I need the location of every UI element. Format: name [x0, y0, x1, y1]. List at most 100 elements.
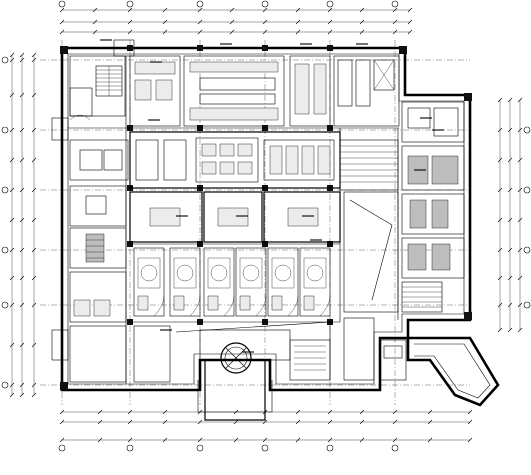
- dimension-tick: [31, 187, 37, 193]
- dimension-tick: [127, 29, 133, 35]
- axis-bubble: [523, 126, 531, 134]
- dimension-tick: [162, 409, 168, 415]
- annotation-marks: [100, 39, 444, 353]
- north-kitchen-zone: [129, 55, 400, 127]
- dimension-tick: [31, 382, 37, 388]
- toilet: [271, 295, 283, 311]
- axis-bubble: [391, 0, 399, 8]
- dimension-tick: [517, 97, 523, 103]
- round-table: [274, 264, 292, 282]
- dimension-tick: [92, 19, 98, 25]
- dimension-tick: [9, 92, 15, 98]
- dimension-tick: [19, 392, 25, 398]
- door-swing: [223, 295, 235, 317]
- axis-bubble: [523, 186, 531, 194]
- dimension-tick: [327, 19, 333, 25]
- dimension-tick: [19, 302, 25, 308]
- dimension-tick: [507, 97, 513, 103]
- private-dining-rooms: [133, 247, 331, 317]
- dimension-tick: [295, 437, 301, 443]
- dimension-tick: [229, 29, 235, 35]
- axis-bubble: [1, 56, 9, 64]
- dimension-tick: [497, 127, 503, 133]
- dimension-tick: [467, 419, 473, 425]
- dimension-tick: [327, 29, 333, 35]
- dimension-tick: [97, 409, 103, 415]
- northeast-zone: [339, 101, 465, 313]
- dimension-tick: [9, 275, 15, 281]
- dimension-tick: [9, 187, 15, 193]
- dimension-tick: [359, 7, 365, 13]
- dimension-tick: [295, 419, 301, 425]
- private-room: [203, 247, 235, 317]
- axis-grid-bubbles: [1, 0, 531, 452]
- dimension-tick: [295, 19, 301, 25]
- bottom-dimension-lines: [59, 409, 473, 443]
- dimension-tick: [9, 127, 15, 133]
- dimension-tick: [59, 7, 65, 13]
- axis-bubble: [1, 381, 9, 389]
- dimension-tick: [197, 7, 203, 13]
- dimension-tick: [517, 247, 523, 253]
- dimension-tick: [31, 392, 37, 398]
- axis-bubble: [1, 126, 9, 134]
- dimension-tick: [127, 19, 133, 25]
- dimension-tick: [9, 342, 15, 348]
- dimension-tick: [262, 29, 268, 35]
- dimension-tick: [31, 127, 37, 133]
- dimension-tick: [233, 419, 239, 425]
- dimension-tick: [162, 437, 168, 443]
- dimension-tick: [19, 217, 25, 223]
- dimension-tick: [295, 29, 301, 35]
- dimension-tick: [507, 247, 513, 253]
- dimension-tick: [392, 419, 398, 425]
- round-table: [242, 264, 260, 282]
- right-dimension-lines: [497, 97, 523, 333]
- dimension-tick: [9, 57, 15, 63]
- dimension-tick: [31, 157, 37, 163]
- dimension-tick: [497, 217, 503, 223]
- dimension-tick: [9, 392, 15, 398]
- dimension-tick: [262, 7, 268, 13]
- dimension-tick: [295, 409, 301, 415]
- dimension-tick: [407, 7, 413, 13]
- dining-table: [239, 257, 263, 289]
- dimension-tick: [19, 157, 25, 163]
- dimension-tick: [31, 217, 37, 223]
- dimension-tick: [162, 419, 168, 425]
- left-dimension-lines: [9, 52, 37, 398]
- dimension-tick: [59, 437, 65, 443]
- dimension-tick: [327, 419, 333, 425]
- axis-bubble: [1, 246, 9, 254]
- dimension-tick: [359, 419, 365, 425]
- dimension-tick: [467, 437, 473, 443]
- dimension-tick: [31, 57, 37, 63]
- dimension-tick: [507, 127, 513, 133]
- dimension-tick: [19, 57, 25, 63]
- dimension-tick: [9, 52, 15, 58]
- private-room: [133, 247, 165, 317]
- dimension-tick: [31, 342, 37, 348]
- dimension-tick: [19, 342, 25, 348]
- private-room: [299, 247, 331, 317]
- dimension-tick: [407, 19, 413, 25]
- dimension-tick: [497, 275, 503, 281]
- dimension-tick: [427, 419, 433, 425]
- round-entrance-vestibule: [197, 342, 273, 421]
- round-table: [140, 264, 158, 282]
- dining-table: [173, 257, 197, 289]
- dimension-tick: [262, 419, 268, 425]
- axis-bubble: [261, 0, 269, 8]
- dimension-tick: [507, 275, 513, 281]
- dimension-tick: [497, 97, 503, 103]
- toilet: [303, 295, 315, 311]
- dimension-tick: [97, 437, 103, 443]
- axis-bubble: [58, 0, 66, 8]
- round-table: [210, 264, 228, 282]
- dimension-tick: [327, 7, 333, 13]
- axis-bubble: [523, 246, 531, 254]
- dimension-tick: [31, 275, 37, 281]
- dimension-tick: [467, 409, 473, 415]
- dimension-tick: [507, 187, 513, 193]
- toilet: [137, 295, 149, 311]
